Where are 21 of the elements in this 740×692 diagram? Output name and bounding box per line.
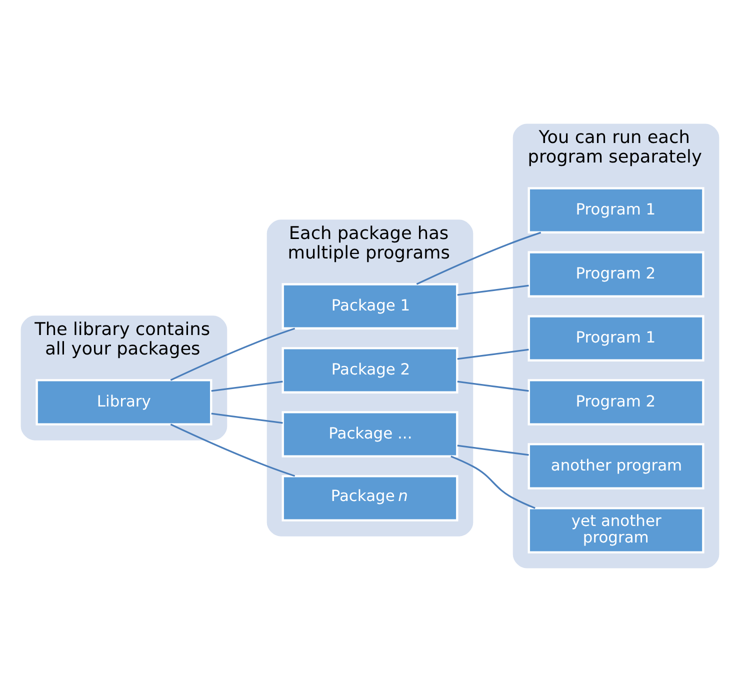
node-box: another program [528, 443, 704, 490]
connector [457, 284, 529, 296]
connector [450, 456, 536, 509]
connector [170, 424, 296, 477]
connector [170, 328, 296, 381]
node-box: Package 2 [282, 347, 458, 394]
node-box: Program 1 [528, 187, 704, 234]
node-box: Package ... [282, 411, 458, 458]
connector [457, 444, 529, 456]
node-box: Package n [282, 475, 458, 522]
connector [416, 232, 542, 285]
node-box: Library [36, 379, 212, 426]
node-box: yet another program [528, 507, 704, 554]
node-box: Package 1 [282, 283, 458, 330]
connector [211, 412, 283, 424]
node-box: Program 1 [528, 315, 704, 362]
node-box: Program 2 [528, 379, 704, 426]
connector [211, 380, 283, 392]
connector [457, 380, 529, 392]
connector [457, 348, 529, 360]
node-box: Program 2 [528, 251, 704, 298]
